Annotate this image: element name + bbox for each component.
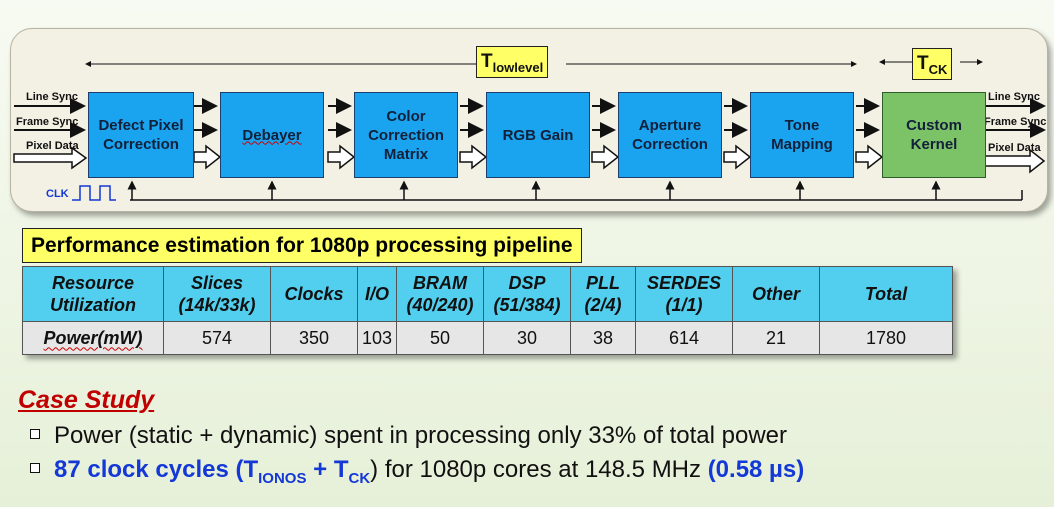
cell-io: 103 <box>357 321 397 355</box>
block-label: Tone Mapping <box>771 117 833 153</box>
performance-title: Performance estimation for 1080p process… <box>22 228 582 263</box>
t-ck-label: TCK <box>912 48 953 80</box>
bullet-2-part-d: for 1080p cores at 148.5 MHz <box>378 456 708 483</box>
bullet-2-sub-ionos: IONOS <box>258 469 307 487</box>
block-label: Defect Pixel Correction <box>98 117 184 153</box>
output-line-sync-label: Line Sync <box>988 91 1040 103</box>
input-pixel-data-arrow <box>13 146 88 170</box>
bullet-text: Power (static + dynamic) spent in proces… <box>54 422 788 449</box>
t-lowlevel-label: Tlowlevel <box>476 46 549 78</box>
header-bram: BRAM(40/240) <box>396 266 484 322</box>
cell-other: 21 <box>732 321 820 355</box>
cell-dsp: 30 <box>483 321 571 355</box>
bullet-square-icon <box>30 428 40 439</box>
header-line: Slices <box>190 273 244 293</box>
block-rgb-gain: RGB Gain <box>486 92 590 178</box>
header-other: Other <box>732 266 820 322</box>
bullet-square-icon <box>30 462 40 473</box>
cell-serdes: 614 <box>635 321 733 355</box>
block-tone-mapping: Tone Mapping <box>750 92 854 178</box>
header-total: Total <box>819 266 953 322</box>
case-study-bullet-1: Power (static + dynamic) spent in proces… <box>30 422 787 450</box>
header-slices: Slices(14k/33k) <box>163 266 271 322</box>
block-defect-pixel-correction: Defect Pixel Correction <box>88 92 194 178</box>
inter-block-arrows <box>193 98 884 170</box>
cell-total: 1780 <box>819 321 953 355</box>
row-label-power: Power(mW) <box>22 321 164 355</box>
bullet-2-part-a: 87 clock cycles (T <box>54 456 259 483</box>
t-lowlevel-subscript: lowlevel <box>492 59 544 75</box>
header-line: (40/240) <box>406 295 474 315</box>
t-lowlevel-symbol: T <box>481 51 493 72</box>
input-pixel-data-label: Pixel Data <box>26 140 79 152</box>
t-ck-subscript: CK <box>928 61 948 77</box>
header-line: (1/1) <box>665 295 703 315</box>
cell-slices: 574 <box>163 321 271 355</box>
clock-taps <box>127 180 941 200</box>
block-label: Aperture Correction <box>632 117 708 153</box>
block-debayer: Debayer <box>220 92 324 178</box>
case-study-title: Case Study <box>18 386 155 414</box>
block-aperture-correction: Aperture Correction <box>618 92 722 178</box>
case-study-bullet-2: 87 clock cycles (TIONOS + TCK) for 1080p… <box>30 456 804 487</box>
header-line: PLL <box>586 273 620 293</box>
bullet-2-part-c: ) <box>370 456 379 483</box>
bullet-2-sub-ck: CK <box>348 469 371 487</box>
header-line: Utilization <box>50 295 136 315</box>
input-line-sync-label: Line Sync <box>26 91 78 103</box>
clk-label: CLK <box>46 188 69 200</box>
bullet-2-part-b: + T <box>306 456 349 483</box>
header-line: (2/4) <box>584 295 622 315</box>
block-label: RGB Gain <box>502 126 574 144</box>
output-frame-sync-label: Frame Sync <box>984 116 1047 128</box>
row-label-text: Power(mW) <box>43 327 143 348</box>
bullet-2-part-e: (0.58 µs) <box>707 456 805 483</box>
t-ck-symbol: T <box>917 53 929 74</box>
header-pll: PLL(2/4) <box>570 266 636 322</box>
input-frame-sync-label: Frame Sync <box>16 116 79 128</box>
output-pixel-data-arrow <box>983 148 1046 174</box>
block-label: Color Correction Matrix <box>368 107 444 163</box>
header-clocks: Clocks <box>270 266 358 322</box>
header-serdes: SERDES(1/1) <box>635 266 733 322</box>
header-line: I/O <box>364 284 389 304</box>
header-line: DSP <box>508 273 546 293</box>
output-pixel-data-label: Pixel Data <box>988 142 1041 154</box>
header-dsp: DSP(51/384) <box>483 266 571 322</box>
cell-bram: 50 <box>396 321 484 355</box>
header-line: Resource <box>51 273 135 293</box>
block-color-correction-matrix: Color Correction Matrix <box>354 92 458 178</box>
header-line: SERDES <box>646 273 722 293</box>
header-line: (51/384) <box>493 295 561 315</box>
header-line: (14k/33k) <box>178 295 256 315</box>
header-line: Other <box>751 284 800 304</box>
header-line: Total <box>864 284 908 304</box>
bullet-2-cycles: 87 clock cycles (TIONOS + TCK <box>54 456 370 487</box>
block-label: Custom Kernel <box>906 117 962 153</box>
cell-pll: 38 <box>570 321 636 355</box>
cell-clocks: 350 <box>270 321 358 355</box>
clk-waveform <box>72 185 116 201</box>
header-line: Clocks <box>284 284 344 304</box>
block-label: Debayer <box>242 126 302 144</box>
header-line: BRAM <box>413 273 467 293</box>
header-io: I/O <box>357 266 397 322</box>
table-row: Power(mW) 574 350 103 50 30 38 614 21 17… <box>22 321 953 355</box>
block-custom-kernel: Custom Kernel <box>882 92 986 178</box>
